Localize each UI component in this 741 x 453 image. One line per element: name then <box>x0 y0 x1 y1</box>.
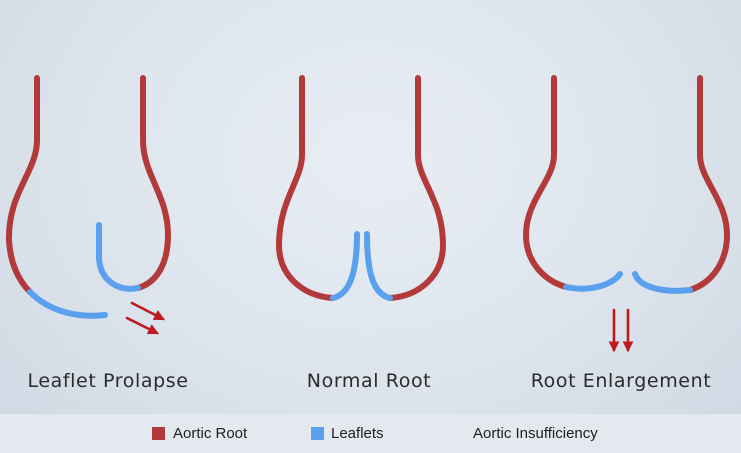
panel-title-normal-root: Normal Root <box>306 370 432 392</box>
legend-label-leaflets: Leaflets <box>331 425 384 442</box>
aortic-root-wall-left <box>5 75 40 295</box>
leaflet-normal <box>96 222 141 292</box>
panel-title-root-enlargement: Root Enlargement <box>530 370 712 392</box>
leaflet-right <box>364 231 393 301</box>
regurgitation-arrow <box>130 301 165 321</box>
leaflet-right <box>632 271 693 294</box>
legend-label-aortic-insufficiency: Aortic Insufficiency <box>473 425 598 442</box>
aortic-root-wall-right <box>387 75 446 301</box>
panel-title-leaflet-prolapse: Leaflet Prolapse <box>27 370 189 392</box>
regurgitation-arrow <box>125 316 159 335</box>
aortic-root-wall-left <box>523 75 569 290</box>
legend-label-aortic-root: Aortic Root <box>173 425 248 442</box>
leaflets-swatch-icon <box>311 427 324 440</box>
panel-normal-root <box>276 75 446 301</box>
leaflet-prolapsed <box>27 289 108 319</box>
aortic-root-swatch-icon <box>152 427 165 440</box>
aortic-root-wall-right <box>687 75 730 293</box>
panel-root-enlargement <box>523 75 730 353</box>
panel-leaflet-prolapse <box>5 75 171 335</box>
aortic-root-wall-right <box>135 75 171 291</box>
aortic-root-wall-left <box>276 75 336 301</box>
legend: Aortic Root Leaflets Aortic Insufficienc… <box>0 414 741 453</box>
leaflet-left <box>563 271 623 292</box>
leaflet-left <box>330 231 360 301</box>
